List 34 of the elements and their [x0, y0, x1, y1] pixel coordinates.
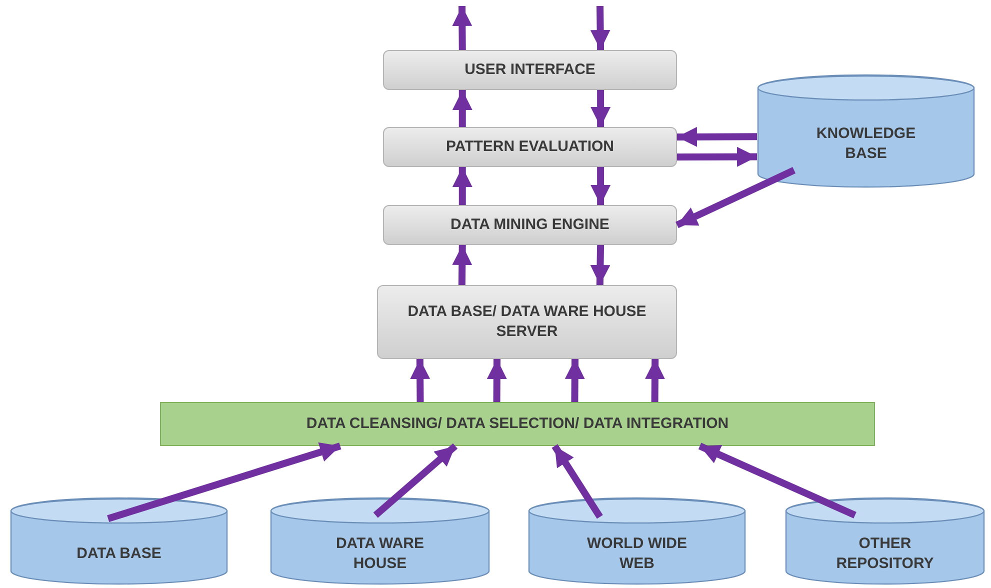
- process-box: [383, 127, 677, 167]
- arrow: [676, 167, 796, 228]
- arrow: [564, 358, 585, 402]
- arrow: [590, 6, 610, 50]
- arrow: [590, 244, 610, 286]
- node-label: PATTERN EVALUATION: [446, 136, 614, 157]
- arrow: [676, 126, 758, 147]
- arrow: [373, 443, 458, 518]
- node-label: DATA CLEANSING/ DATA SELECTION/ DATA INTEGRATION: [306, 414, 729, 434]
- node-label: DATA BASE/ DATA WARE HOUSE SERVER: [406, 302, 648, 342]
- process-box: [383, 205, 677, 245]
- process-box: [377, 285, 677, 359]
- arrow: [452, 6, 472, 50]
- process-box: [383, 50, 677, 90]
- node-label: WORLD WIDE WEB: [586, 534, 688, 574]
- arrow: [552, 444, 603, 519]
- arrow: [644, 358, 665, 402]
- node-label: OTHER REPOSITORY: [835, 534, 935, 574]
- arrow: [590, 167, 611, 205]
- node-label: KNOWLEDGE BASE: [815, 124, 917, 164]
- process-band: [160, 402, 875, 446]
- node-label: DATA WARE HOUSE: [334, 534, 426, 574]
- node-label: DATA BASE: [76, 544, 162, 564]
- node-label: USER INTERFACE: [464, 60, 596, 80]
- arrow: [452, 244, 472, 286]
- arrow: [486, 358, 507, 402]
- arrow: [107, 442, 342, 522]
- arrow: [452, 167, 472, 205]
- arrow: [452, 90, 472, 127]
- arrow: [698, 442, 856, 518]
- arrow: [676, 146, 758, 167]
- arrow: [590, 90, 611, 127]
- node-label: DATA MINING ENGINE: [450, 214, 610, 235]
- arrow: [410, 358, 430, 402]
